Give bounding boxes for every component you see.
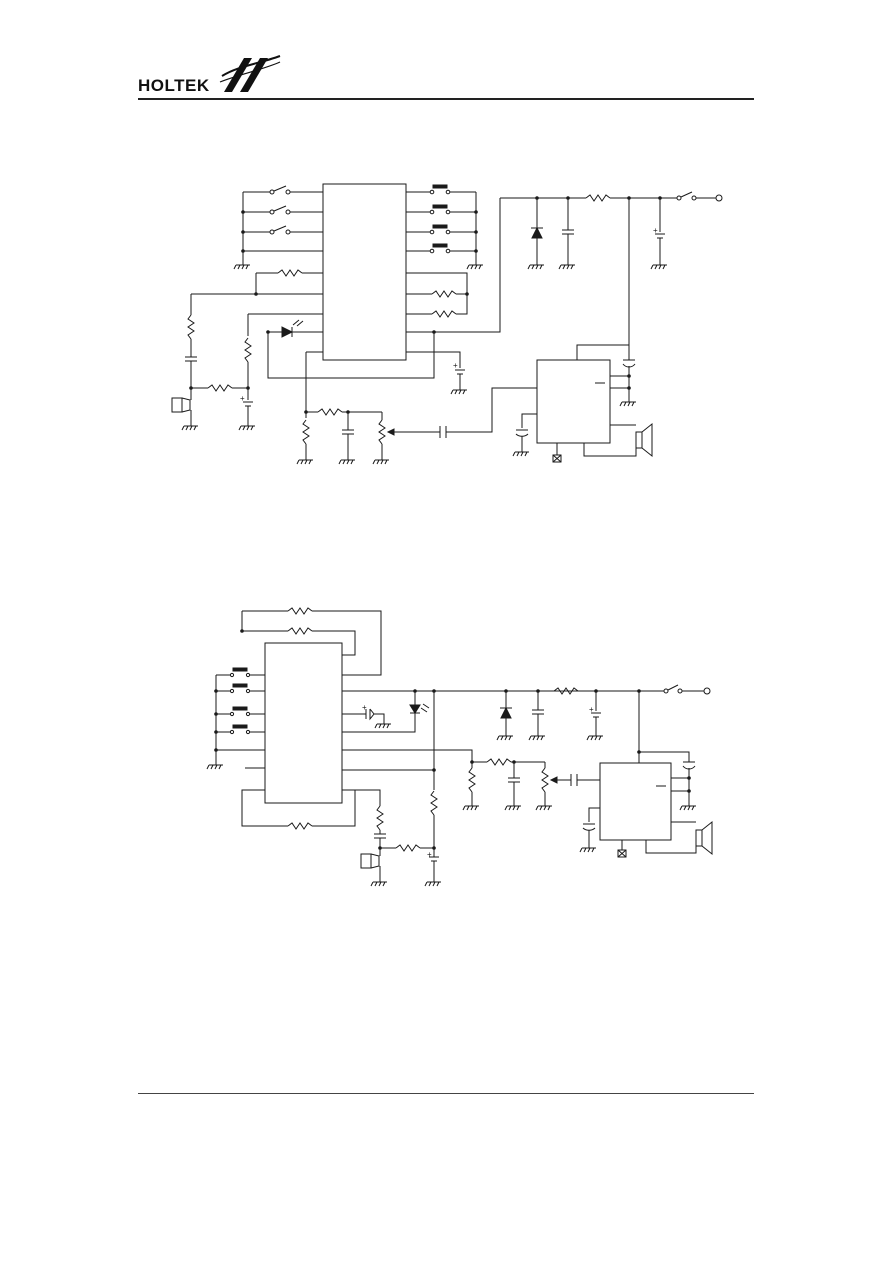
amp-2-body [600, 763, 671, 840]
footer-rule [138, 1093, 754, 1094]
ic-1-body [323, 184, 406, 360]
svg-text:+: + [653, 226, 658, 235]
brand-logo-text: HOLTEK [138, 76, 210, 95]
header-rule [138, 98, 754, 100]
svg-text:+: + [362, 703, 367, 712]
page-header: HOLTEK [138, 48, 754, 100]
svg-text:+: + [240, 394, 245, 403]
svg-text:+: + [453, 361, 458, 370]
ic-2-body [265, 643, 342, 803]
svg-text:+: + [589, 705, 594, 714]
holtek-logo-icon [219, 55, 281, 92]
amp-1-body [537, 360, 610, 443]
svg-text:+: + [427, 850, 432, 859]
